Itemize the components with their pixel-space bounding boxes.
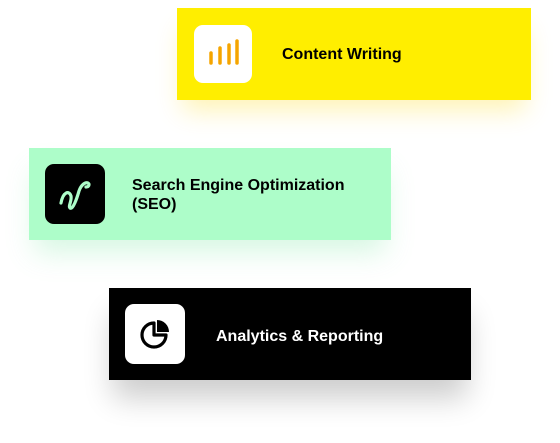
service-card-seo[interactable]: Search Engine Optimization (SEO) [29,148,391,240]
service-label: Search Engine Optimization (SEO) [132,177,345,213]
service-label: Content Writing [282,46,402,63]
seo-icon-box [45,164,105,224]
pie-chart-icon [140,320,169,349]
service-label: Analytics & Reporting [216,328,384,345]
content-writing-icon-box [194,25,252,83]
squiggle-line-icon [59,181,91,210]
service-card-analytics[interactable]: Analytics & Reporting [109,288,471,380]
service-card-content-writing[interactable]: Content Writing [177,8,531,100]
bar-chart-icon [209,39,239,65]
analytics-icon-box [125,304,185,364]
